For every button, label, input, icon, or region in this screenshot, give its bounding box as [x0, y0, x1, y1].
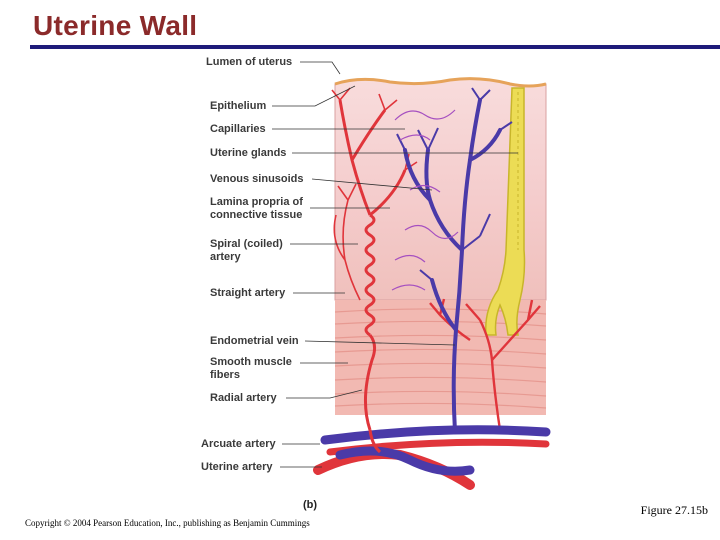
title-rule	[30, 45, 720, 49]
arcuate-vessels	[313, 425, 551, 490]
straight-artery	[429, 298, 541, 431]
label-venous-sinusoids: Venous sinusoids	[210, 173, 304, 185]
endometrial-vein	[403, 98, 502, 434]
figure-reference: Figure 27.15b	[640, 503, 708, 517]
leader-lines	[272, 61, 518, 468]
artery-branches	[331, 87, 418, 301]
label-spiral-artery: Spiral (coiled) artery	[210, 238, 283, 263]
smooth-muscle-fibers	[334, 308, 547, 409]
copyright-notice: Copyright © 2004 Pearson Education, Inc.…	[25, 518, 310, 528]
label-capillaries: Capillaries	[210, 123, 266, 135]
label-uterine-glands: Uterine glands	[210, 147, 287, 159]
venous-sinusoids	[396, 87, 513, 281]
label-smooth-muscle-fibers: Smooth muscle fibers	[210, 356, 292, 381]
label-straight-artery: Straight artery	[210, 287, 286, 299]
label-arcuate-artery: Arcuate artery	[201, 438, 276, 450]
panel-letter: (b)	[303, 499, 318, 511]
spiral-artery	[338, 99, 407, 431]
label-epithelium: Epithelium	[210, 100, 267, 112]
label-uterine-artery: Uterine artery	[201, 461, 273, 473]
label-lumen-of-uterus: Lumen of uterus	[206, 56, 293, 68]
slide-title: Uterine Wall	[33, 10, 198, 41]
label-lamina-propria: Lamina propria of connective tissue	[210, 196, 303, 221]
label-endometrial-vein: Endometrial vein	[210, 335, 299, 347]
label-radial-artery: Radial artery	[210, 392, 277, 404]
epithelium-surface	[334, 77, 547, 88]
uterine-gland	[485, 87, 526, 336]
